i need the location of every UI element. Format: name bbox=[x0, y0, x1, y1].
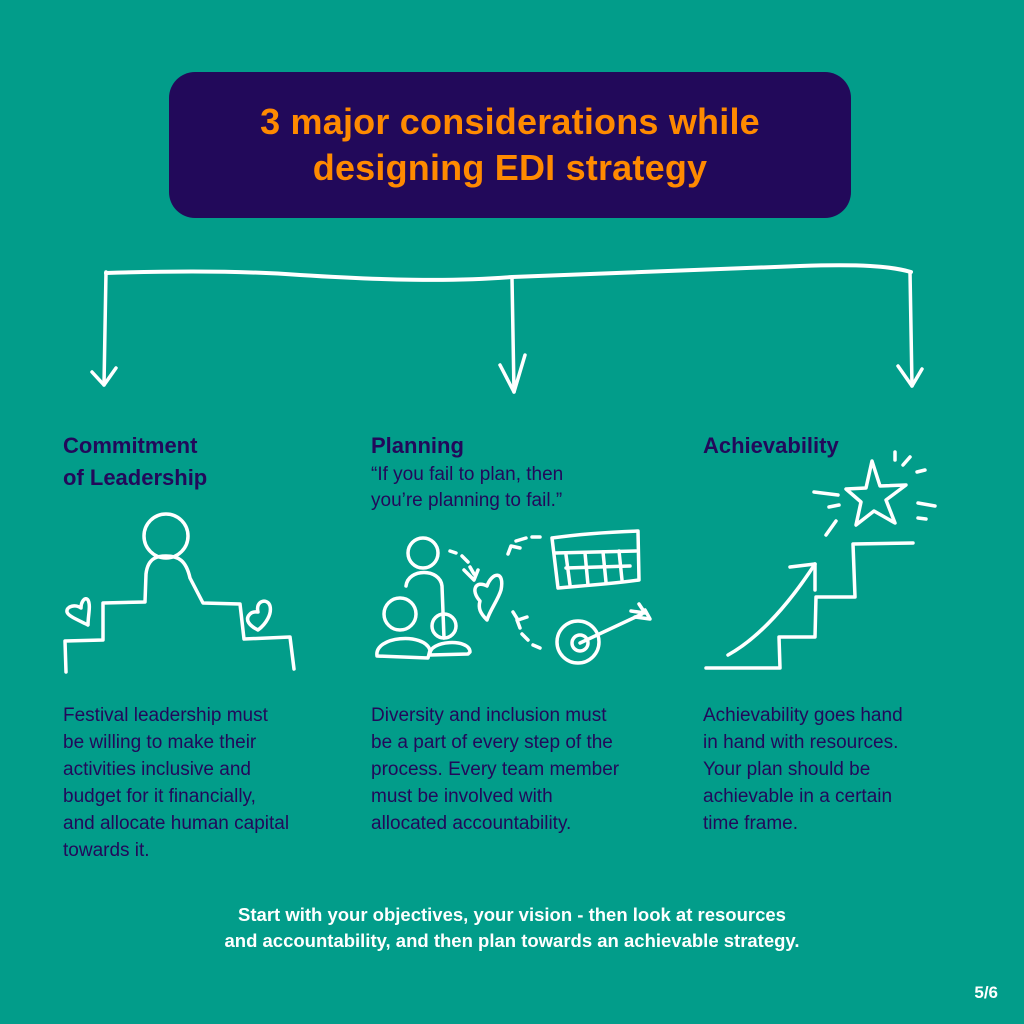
leader-podium-icon bbox=[63, 512, 296, 674]
stairs-star-icon bbox=[704, 450, 937, 670]
desc-line: allocated accountability. bbox=[371, 813, 572, 834]
column-description-achievability: Achievability goes hand in hand with res… bbox=[703, 702, 1003, 837]
column-description-planning: Diversity and inclusion must be a part o… bbox=[371, 702, 691, 837]
desc-line: must be involved with bbox=[371, 786, 553, 807]
column-planning: Planning “If you fail to plan, then you’… bbox=[371, 430, 691, 514]
heading-line-2: of Leadership bbox=[63, 465, 208, 490]
footer-line-2: and accountability, and then plan toward… bbox=[224, 930, 800, 951]
title-line-2: designing EDI strategy bbox=[312, 147, 708, 188]
footer-summary: Start with your objectives, your vision … bbox=[0, 902, 1024, 954]
desc-line: in hand with resources. bbox=[703, 732, 899, 753]
desc-line: Diversity and inclusion must bbox=[371, 705, 607, 726]
desc-line: Achievability goes hand bbox=[703, 705, 903, 726]
column-heading: Achievability bbox=[703, 433, 839, 458]
desc-line: be willing to make their bbox=[63, 732, 257, 753]
title-banner: 3 major considerations while designing E… bbox=[169, 72, 851, 218]
column-achievability: Achievability bbox=[703, 430, 1003, 462]
planning-quote: “If you fail to plan, then you’re planni… bbox=[371, 462, 691, 514]
desc-line: activities inclusive and bbox=[63, 759, 251, 780]
branch-arrows-icon bbox=[90, 263, 924, 394]
desc-line: budget for it financially, bbox=[63, 786, 256, 807]
column-heading: Planning bbox=[371, 433, 464, 458]
heading-line-1: Commitment bbox=[63, 433, 198, 458]
desc-line: and allocate human capital bbox=[63, 813, 290, 834]
column-commitment-of-leadership: Commitment of Leadership bbox=[63, 430, 363, 494]
planning-team-icon bbox=[375, 529, 652, 665]
desc-line: Festival leadership must bbox=[63, 705, 268, 726]
quote-line-2: you’re planning to fail.” bbox=[371, 490, 563, 511]
desc-line: towards it. bbox=[63, 840, 150, 861]
desc-line: be a part of every step of the bbox=[371, 732, 613, 753]
desc-line: achievable in a certain bbox=[703, 786, 893, 807]
desc-line: time frame. bbox=[703, 813, 799, 834]
column-description-leadership: Festival leadership must be willing to m… bbox=[63, 702, 363, 864]
title-line-1: 3 major considerations while bbox=[260, 101, 760, 142]
column-heading: Commitment of Leadership bbox=[63, 430, 363, 494]
page-indicator: 5/6 bbox=[974, 983, 998, 1002]
desc-line: Your plan should be bbox=[703, 759, 871, 780]
desc-line: process. Every team member bbox=[371, 759, 620, 780]
footer-line-1: Start with your objectives, your vision … bbox=[238, 904, 786, 925]
quote-line-1: “If you fail to plan, then bbox=[371, 464, 564, 485]
